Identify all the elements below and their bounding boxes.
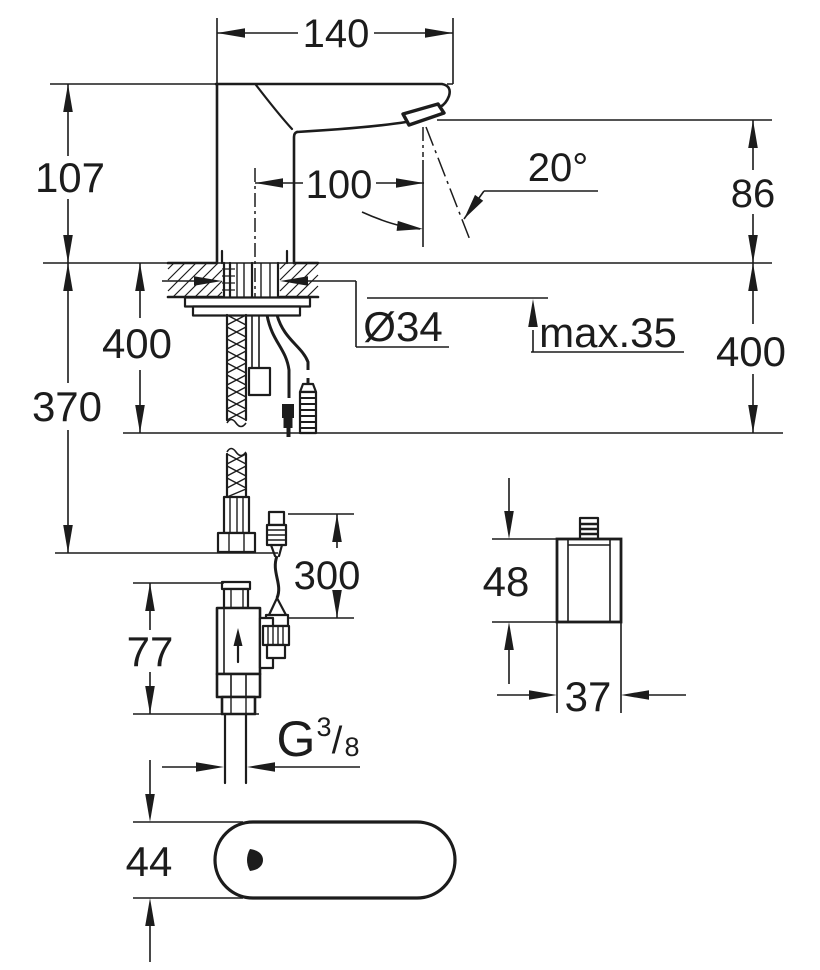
battery-box: [555, 516, 623, 624]
temperature-spindle: [247, 315, 272, 397]
thread-label-g: G: [277, 711, 316, 767]
dimension-body-height: 107: [35, 84, 105, 263]
thread-label-numerator: 3: [316, 712, 331, 742]
faucet-shank: [222, 261, 280, 299]
spout-aerator: [401, 102, 446, 127]
centerlines: [254, 126, 471, 305]
base-plate-top-view: [213, 820, 457, 900]
sensor-window-icon: [247, 849, 263, 871]
dimension-max-deck-thickness: max.35: [367, 297, 684, 356]
dimension-battery-box-width: 37: [497, 622, 686, 720]
dimension-label-valve-height: 77: [127, 628, 174, 675]
dimension-label-hole-diameter: Ø34: [363, 303, 442, 350]
braided-supply-hose: [216, 313, 257, 554]
dimension-label-spout-reach: 100: [306, 163, 373, 207]
extension-cable: [264, 510, 290, 628]
thread-label-denominator: 8: [344, 732, 359, 762]
thread-label-slash: /: [332, 720, 343, 762]
dimension-hose-length-left: 400: [102, 263, 172, 433]
dimension-label-hose-length: 370: [32, 383, 102, 430]
dimension-label-sensor-cable-length: 300: [294, 554, 361, 598]
dimension-spray-angle: 20°: [361, 146, 598, 231]
dimension-base-plate-depth: 44: [126, 760, 243, 962]
dimension-label-max-deck-thickness: max.35: [539, 309, 677, 356]
deck-section: [43, 261, 772, 299]
dimension-spout-height: 86: [437, 119, 776, 263]
solenoid-valve: [215, 580, 291, 785]
dimension-label-cable-length-right: 400: [716, 328, 786, 375]
dimension-thread: G 3 / 8: [162, 711, 360, 772]
dimension-hole-diameter: Ø34: [162, 276, 449, 350]
dimension-battery-box-height: 48: [483, 478, 557, 684]
dimension-label-battery-box-width: 37: [565, 673, 612, 720]
dimension-label-spray-angle: 20°: [528, 146, 589, 190]
dimension-label-hose-length-left: 400: [102, 320, 172, 367]
dimension-spout-reach: 100: [255, 160, 424, 247]
dimension-label-battery-box-height: 48: [483, 558, 530, 605]
dimension-cable-length-right: 400: [123, 263, 786, 434]
faucet-body-outline: [214, 82, 451, 265]
mounting-flange: [183, 296, 312, 317]
dimension-label-spout-height: 86: [731, 172, 776, 216]
dimension-valve-height: 77: [127, 582, 259, 715]
dimension-overall-width: 140: [50, 12, 454, 85]
dimension-label-body-height: 107: [35, 154, 105, 201]
dimension-label-overall-width: 140: [303, 12, 370, 56]
dimension-hose-length: 370: [32, 263, 278, 554]
sensor-cables: [265, 314, 318, 437]
dimension-label-base-plate-depth: 44: [126, 838, 173, 885]
dimension-sensor-cable-length: 300: [288, 513, 361, 619]
